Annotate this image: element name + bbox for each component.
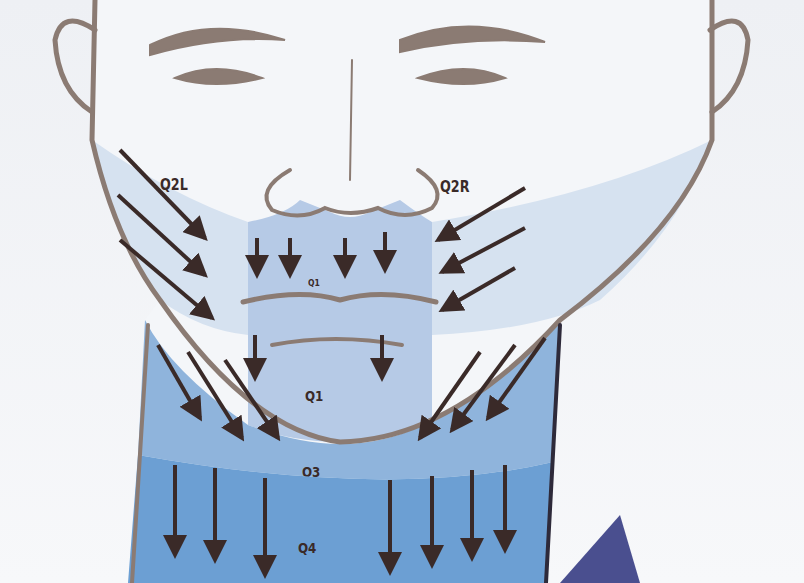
face-zone: Q1 (244, 296, 436, 446)
face-outline (55, 0, 748, 583)
zone-shape (244, 200, 436, 304)
zone-label: Q2R (440, 178, 470, 196)
zone-label: Q2L (160, 176, 188, 194)
face-zone: Q2L (88, 135, 253, 340)
zone-fill (432, 140, 712, 335)
zone-shape (428, 135, 718, 340)
face-zone: Q1 (244, 200, 436, 304)
corner-triangle (560, 515, 640, 583)
zone-shape (124, 451, 557, 583)
zone-fill (138, 320, 560, 479)
zone-fill (92, 140, 248, 335)
face-zone: Q4 (124, 451, 557, 583)
stroke-direction-arrows (118, 150, 545, 575)
zone-label: Q4 (298, 540, 316, 556)
zone-shape (88, 135, 253, 340)
skin-fill (92, 0, 712, 583)
face-zone: Q2R (428, 135, 718, 340)
zone-label: Q1 (305, 388, 323, 404)
zone-fill (128, 455, 553, 583)
zone-label: Q1 (308, 278, 320, 288)
zone-fill (248, 300, 432, 442)
zone-shape (244, 296, 436, 446)
zone-fill (248, 200, 432, 302)
